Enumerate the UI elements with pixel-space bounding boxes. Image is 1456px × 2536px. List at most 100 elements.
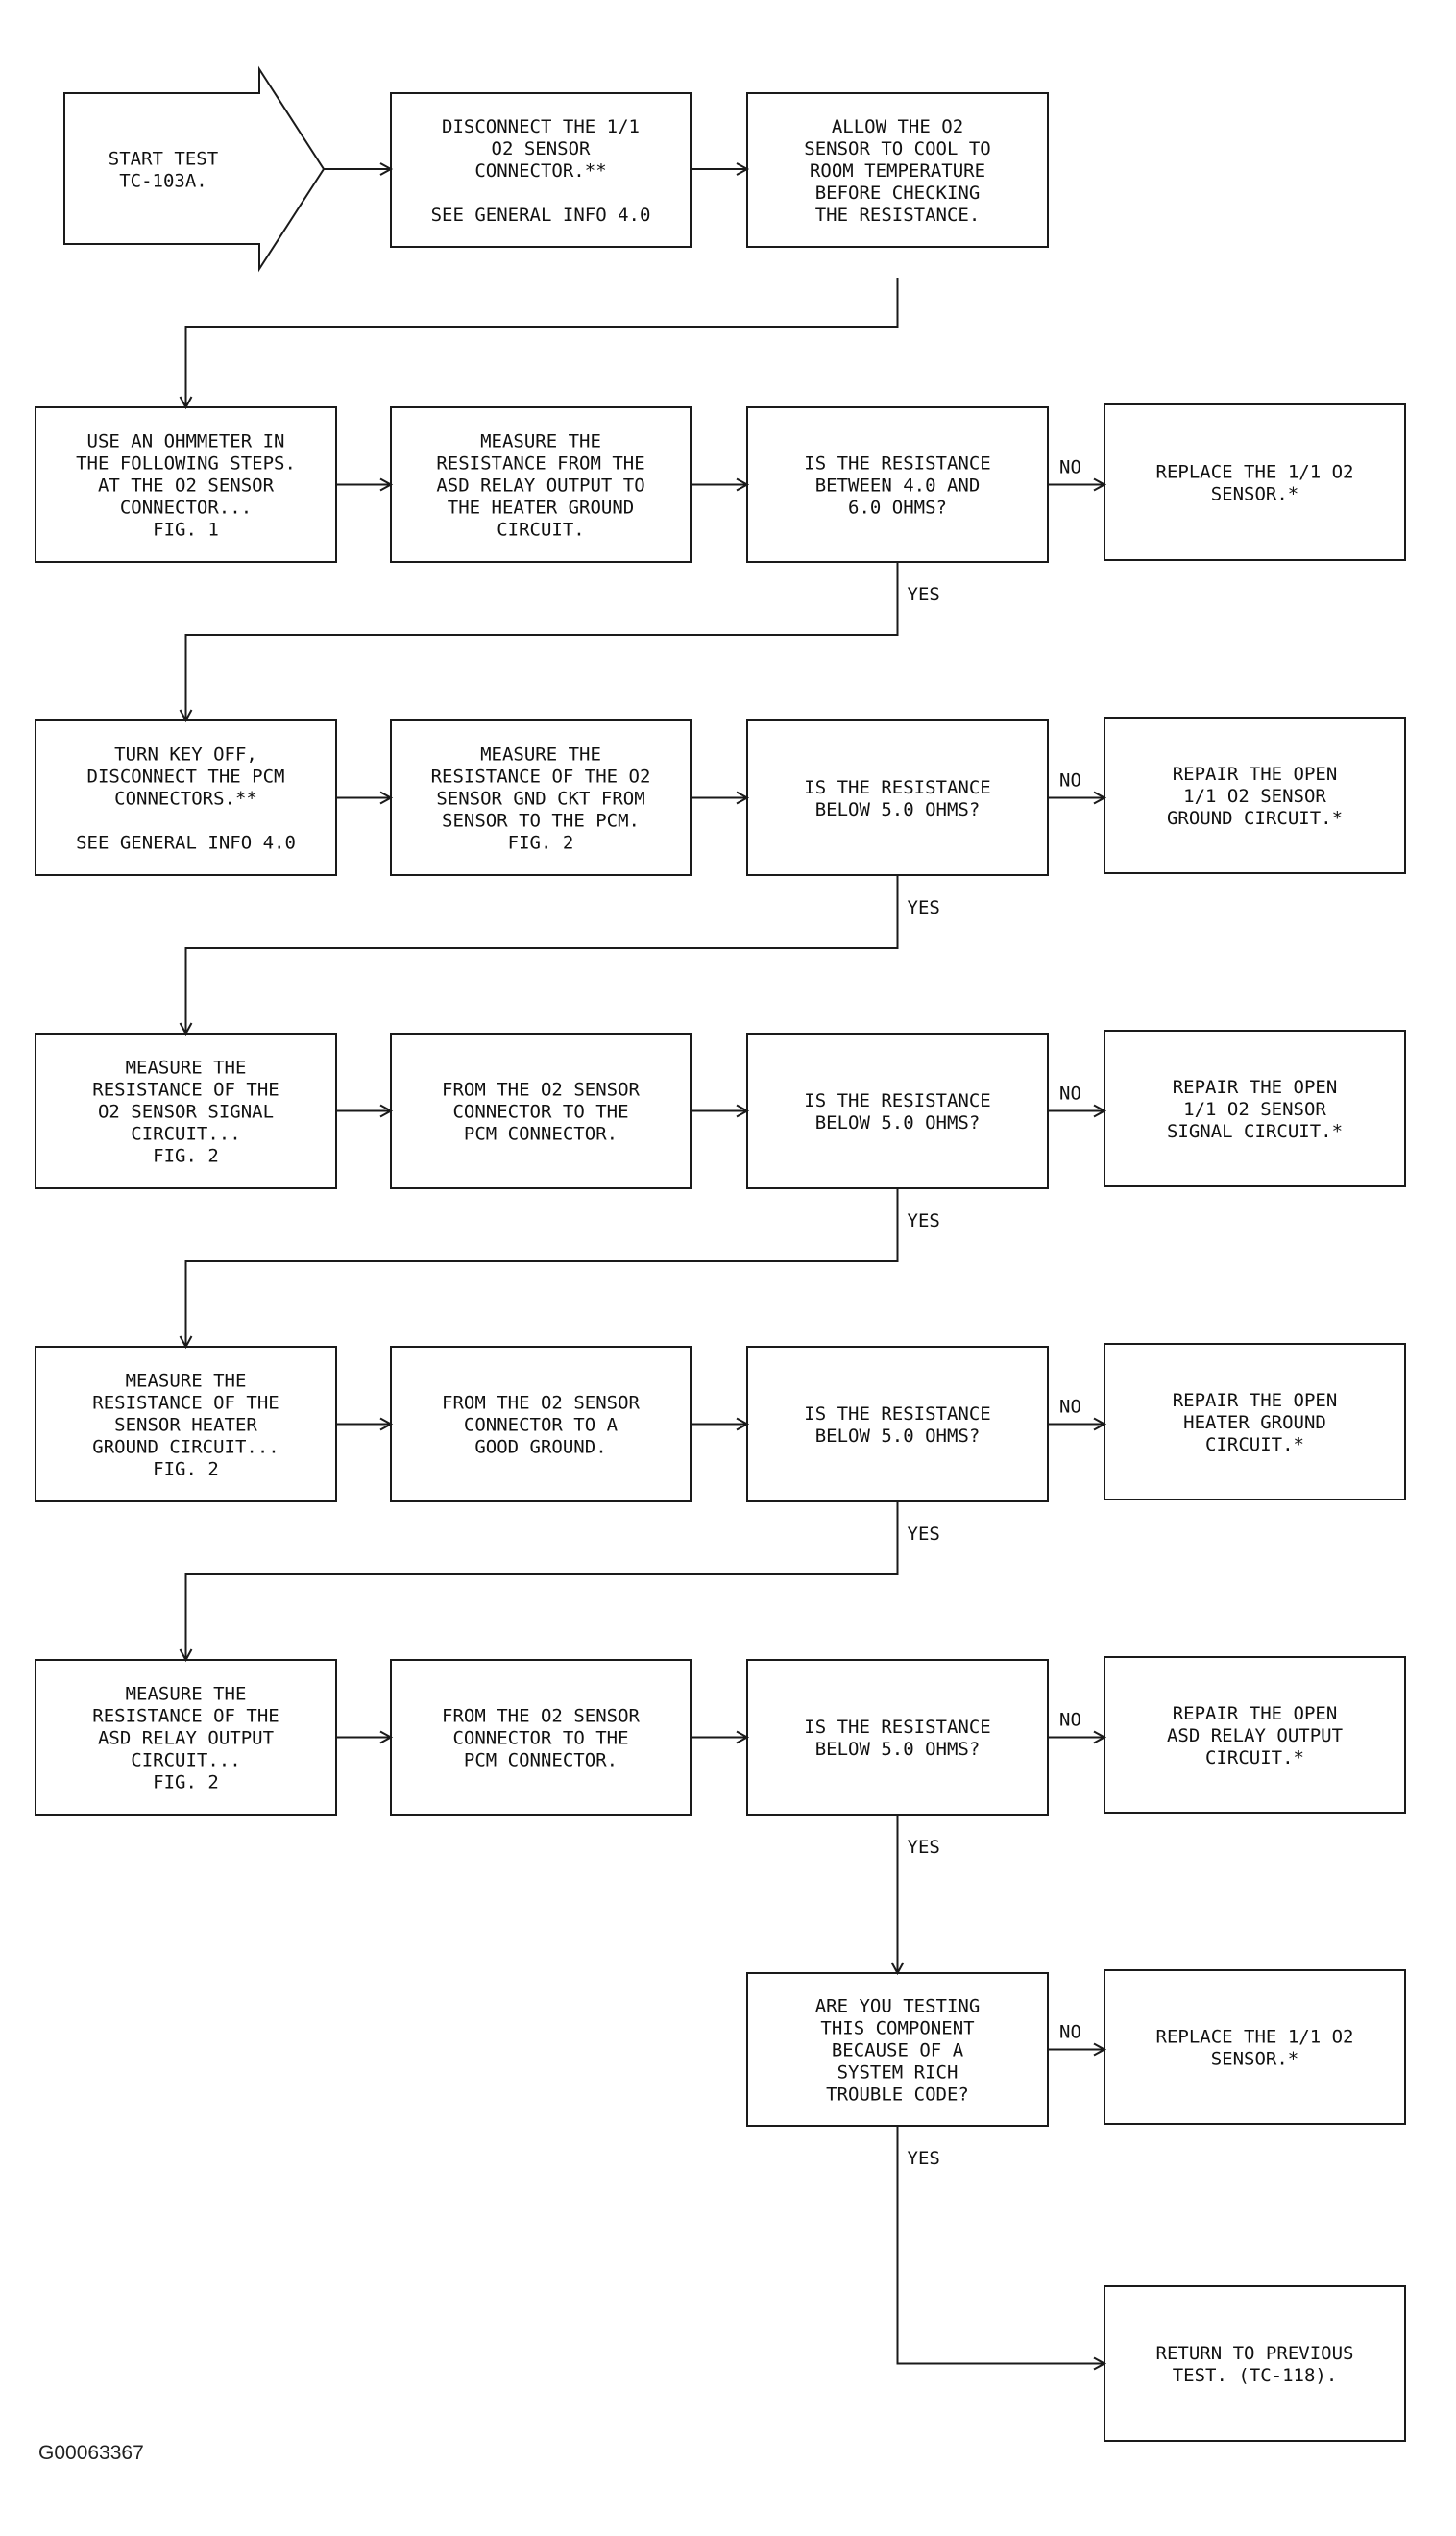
heater-ground-measure-box-frame [390,1346,692,1502]
heater-ground-yes-label: YES [908,1524,940,1545]
ground-circuit-measure-box-line: SENSOR GND CKT FROM [436,789,644,810]
signal-circuit-action-to-measure-arrow-arrowhead [379,1104,394,1118]
heater-ground-question-box-line: BELOW 5.0 OHMS? [815,1426,981,1447]
ohmmeter-action-box-line: THE FOLLOWING STEPS. [76,453,296,475]
signal-circuit-no-result-box-line: SIGNAL CIRCUIT.* [1167,1121,1343,1142]
allow-cool-box-line: ALLOW THE O2 [832,116,963,137]
ground-circuit-measure-box-line: SENSOR TO THE PCM. [442,811,640,832]
ground-circuit-measure-box-line: MEASURE THE [480,744,601,766]
ohmmeter-measure-box-line: RESISTANCE FROM THE [436,453,644,475]
heater-ground-no-result-box-line: CIRCUIT.* [1205,1434,1304,1455]
ohmmeter-question-box-line: IS THE RESISTANCE [804,453,990,475]
ohmmeter-action-box-line: USE AN OHMMETER IN [87,431,285,452]
signal-circuit-question-box-line: IS THE RESISTANCE [804,1090,990,1111]
heater-ground-measure-box-line: CONNECTOR TO A [464,1415,619,1436]
heater-ground-action-box-line: RESISTANCE OF THE [92,1393,279,1414]
asd-relay-no-result-box-line: ASD RELAY OUTPUT [1167,1725,1343,1746]
heater-ground-action-box-line: SENSOR HEATER [114,1415,257,1436]
signal-circuit-action-box-line: MEASURE THE [126,1058,247,1079]
signal-circuit-action-box-frame [35,1033,337,1189]
replace-sensor-final-box-frame [1104,1969,1406,2125]
cool-to-ohmmeter-connector-arrowhead [179,396,193,410]
asd-relay-yes-label: YES [908,1837,940,1858]
heater-ground-action-box-line: MEASURE THE [126,1371,247,1392]
allow-cool-box-line: SENSOR TO COOL TO [804,138,990,159]
ground-circuit-question-box-line: IS THE RESISTANCE [804,777,990,798]
signal-circuit-measure-to-question-arrow-arrowhead [736,1104,750,1118]
ground-circuit-question-box-frame [746,719,1049,876]
signal-circuit-no-result-box-frame [1104,1030,1406,1187]
asd-relay-question-to-no-arrow-arrowhead [1093,1730,1107,1744]
ground-circuit-action-box: TURN KEY OFF,DISCONNECT THE PCMCONNECTOR… [35,719,337,876]
asd-relay-measure-to-question-arrow-arrowhead [736,1730,750,1744]
signal-circuit-action-box-line: RESISTANCE OF THE [92,1080,279,1101]
asd-relay-action-to-measure-arrow-arrowhead [379,1730,394,1744]
asd-relay-question-box-line: IS THE RESISTANCE [804,1717,990,1738]
heater-ground-measure-box-line: FROM THE O2 SENSOR [442,1393,640,1414]
heater-ground-action-box-line: FIG. 2 [153,1459,219,1480]
heater-ground-action-box-frame [35,1346,337,1502]
disconnect-sensor-box-line: O2 SENSOR [492,138,592,159]
asd-relay-action-box-line: RESISTANCE OF THE [92,1706,279,1727]
ground-circuit-action-box-line: DISCONNECT THE PCM [87,767,285,788]
ohmmeter-action-box-frame [35,406,337,563]
disconnect-sensor-box-line: DISCONNECT THE 1/1 [442,116,640,137]
ohmmeter-measure-box-frame [390,406,692,563]
asd-relay-question-box-line: BELOW 5.0 OHMS? [815,1739,981,1760]
return-to-previous-test-box-line: TEST. (TC-118). [1173,2365,1338,2386]
rich-code-question-box-frame [746,1972,1049,2127]
heater-ground-yes-connector-arrowhead [179,1648,193,1663]
signal-circuit-question-box-line: BELOW 5.0 OHMS? [815,1112,981,1134]
signal-circuit-no-result-box-line: REPAIR THE OPEN [1173,1077,1338,1098]
asd-relay-yes-to-question-connector-arrowhead [890,1962,905,1976]
figure-id: G00063367 [38,2442,144,2464]
ohmmeter-measure-box-line: MEASURE THE [480,431,601,452]
ohmmeter-question-box-line: 6.0 OHMS? [848,498,947,519]
ground-circuit-yes-connector-arrowhead [179,1022,193,1036]
ground-circuit-question-box-line: BELOW 5.0 OHMS? [815,799,981,820]
ohmmeter-question-box-line: BETWEEN 4.0 AND [815,476,981,497]
heater-ground-measure-box-line: GOOD GROUND. [474,1437,606,1458]
heater-ground-question-to-no-arrow-arrowhead [1093,1417,1107,1431]
disconnect-sensor-box-line: SEE GENERAL INFO 4.0 [431,205,651,226]
asd-relay-action-box-line: FIG. 2 [153,1772,219,1793]
ohmmeter-action-box-line: CONNECTOR... [120,498,252,519]
asd-relay-measure-box-line: PCM CONNECTOR. [464,1750,618,1771]
cool-to-ohmmeter-connector [184,278,899,407]
signal-circuit-question-to-no-arrow-arrowhead [1093,1104,1107,1118]
ohmmeter-measure-box-line: THE HEATER GROUND [448,498,634,519]
signal-circuit-yes-label: YES [908,1210,940,1231]
ohmmeter-measure-box-line: CIRCUIT. [497,520,585,541]
disconnect-to-cool-arrow-arrowhead [736,162,750,176]
allow-cool-box-line: THE RESISTANCE. [815,205,981,226]
ohmmeter-no-result-box-frame [1104,403,1406,561]
ground-circuit-question-to-no-arrow-arrowhead [1093,791,1107,805]
asd-relay-no-result-box-line: CIRCUIT.* [1205,1747,1304,1768]
ground-circuit-action-box-line: CONNECTORS.** [114,789,257,810]
ground-circuit-action-to-measure-arrow-arrowhead [379,791,394,805]
ground-circuit-measure-box-line: RESISTANCE OF THE O2 [431,767,651,788]
signal-circuit-no-label: NO [1059,1084,1081,1105]
asd-relay-action-box-line: ASD RELAY OUTPUT [98,1728,274,1749]
ohmmeter-action-box-line: AT THE O2 SENSOR [98,476,275,497]
start-test-line: TC-103A. [119,171,207,192]
rich-code-question-box-line: BECAUSE OF A [832,2040,964,2061]
heater-ground-action-to-measure-arrow-arrowhead [379,1417,394,1431]
ohmmeter-measure-to-question-arrow-arrowhead [736,477,750,492]
ohmmeter-yes-connector [184,562,899,720]
asd-relay-action-box-line: CIRCUIT... [131,1750,240,1771]
